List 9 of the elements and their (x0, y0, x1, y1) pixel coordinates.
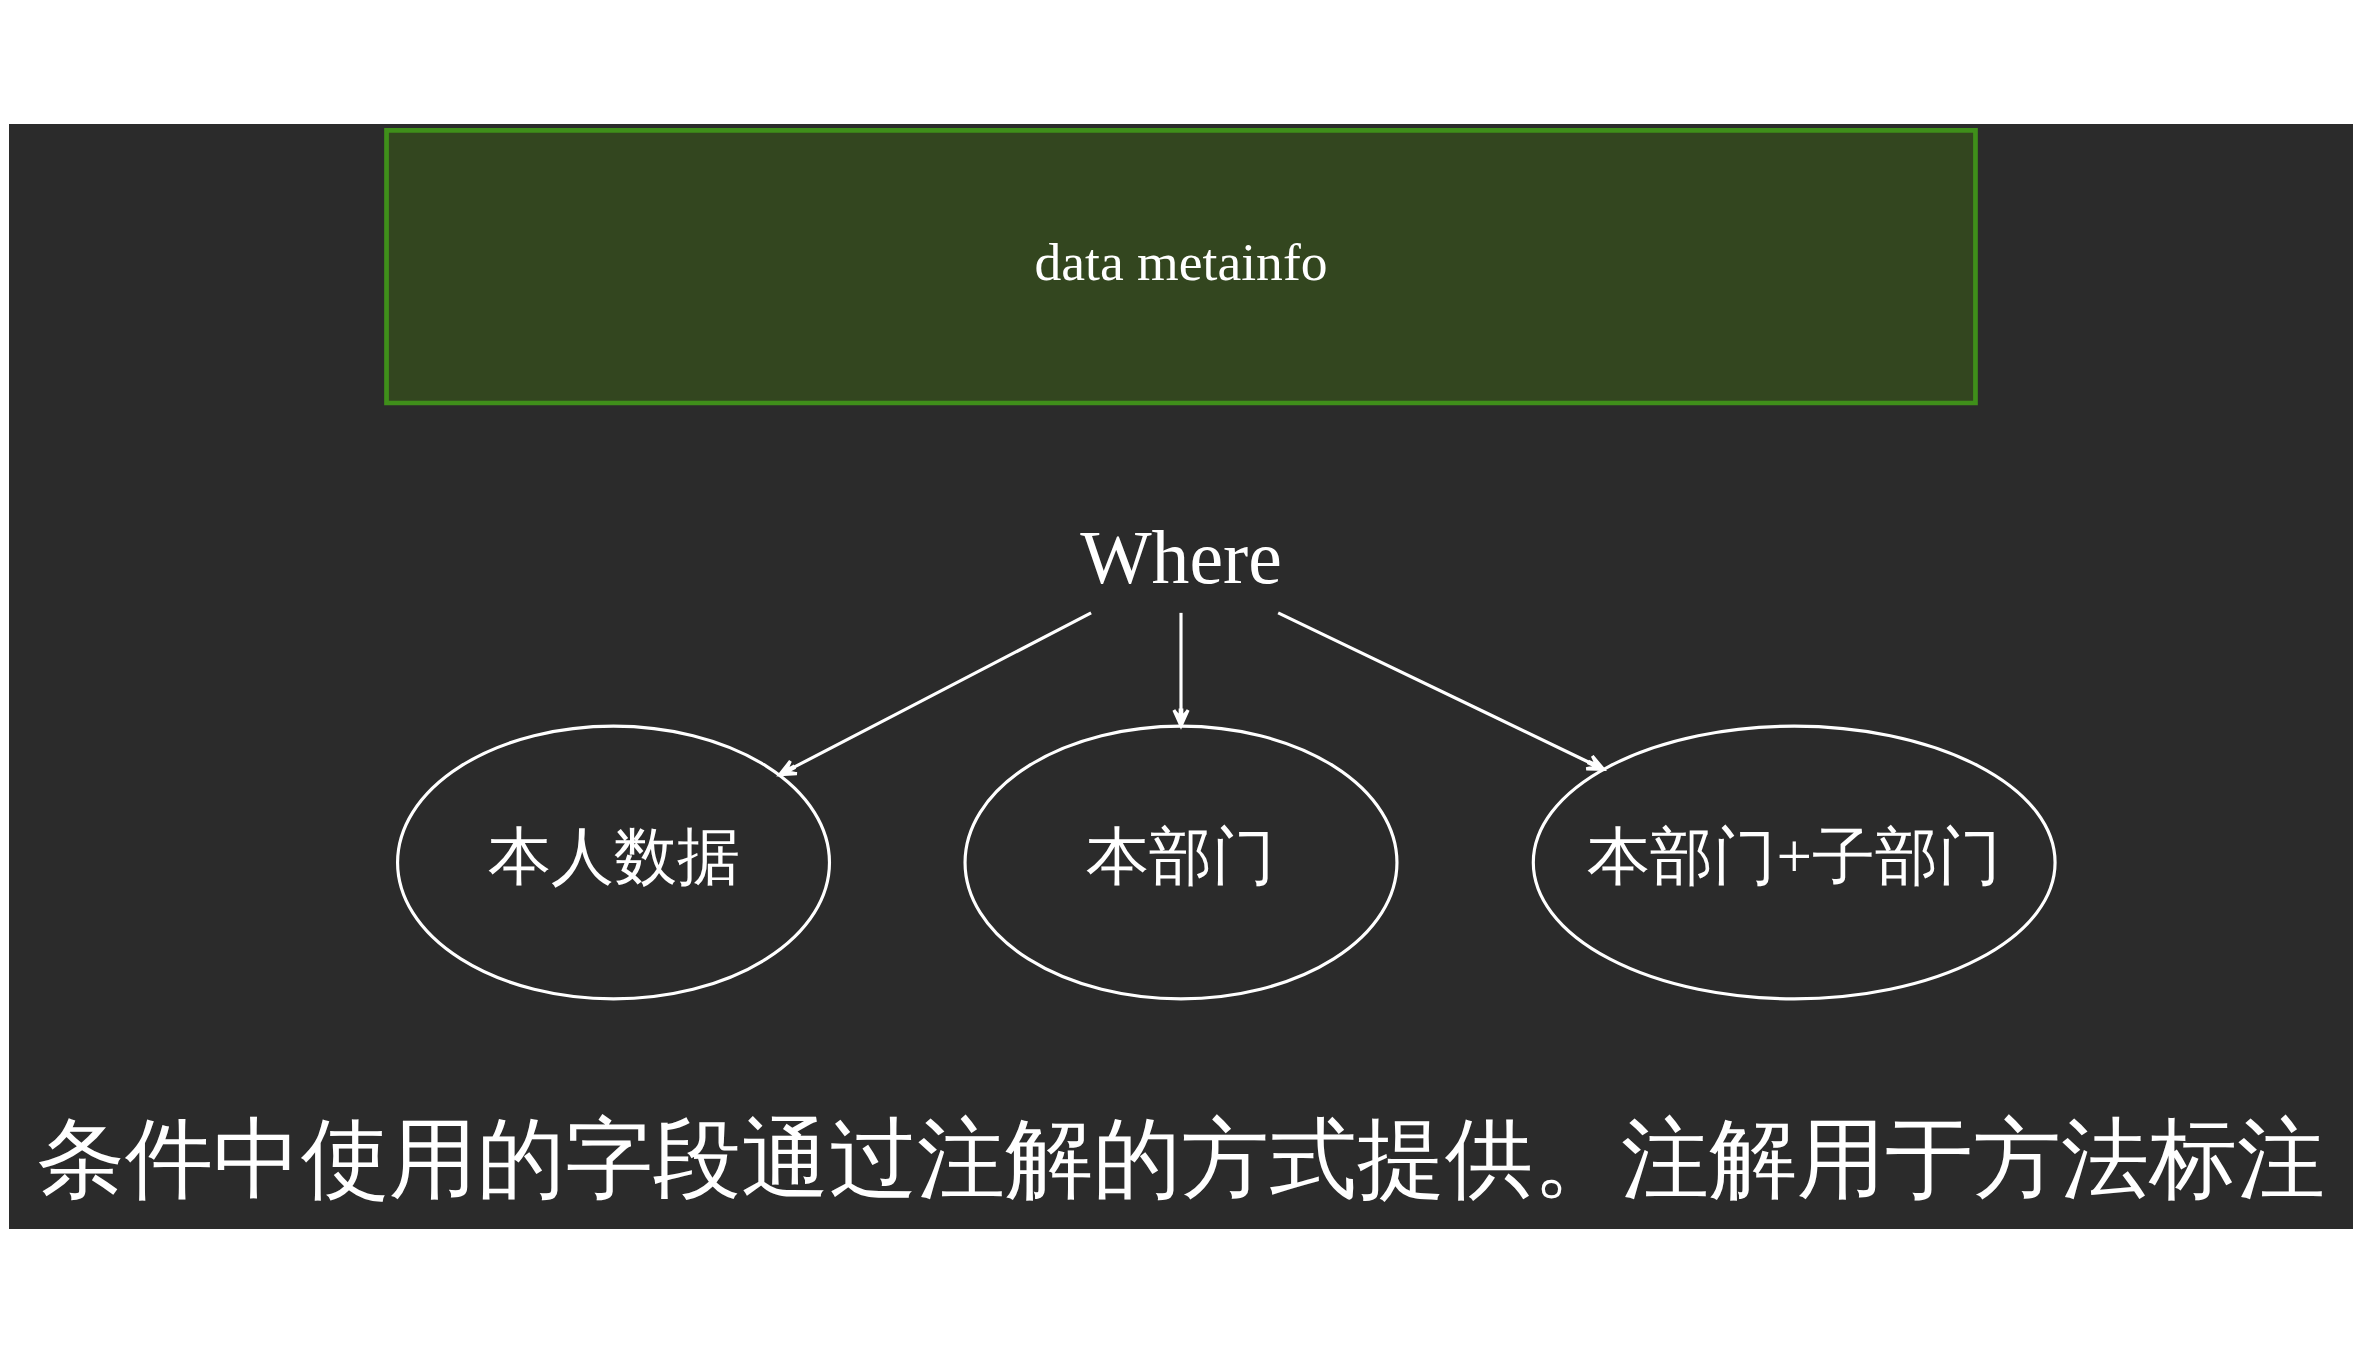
node-ellipse: 本人数据 (396, 724, 832, 1000)
label: 条件中使用的字段通过注解的方式提供。注解用于方法标注 (37, 1109, 2325, 1208)
node-box: data metainfo (384, 127, 1978, 405)
node-ellipse: 本部门 (963, 724, 1399, 1000)
node-ellipse: 本部门+子部门 (1531, 724, 2057, 1000)
node-text: Where (1080, 515, 1282, 599)
arrow (1172, 612, 1190, 728)
arrow (1277, 610, 1606, 771)
arrow (778, 610, 1092, 776)
